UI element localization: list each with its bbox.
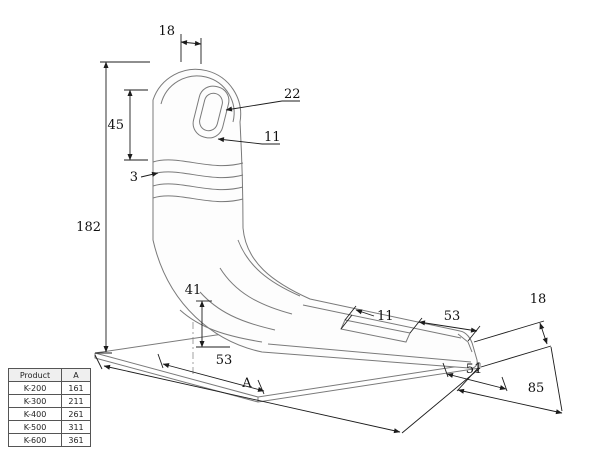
top-cap-inner-line (160, 75, 235, 123)
bead-line (152, 195, 244, 203)
table-row: K-300 211 (8, 394, 91, 408)
dim-label: 53 (444, 309, 461, 324)
bracket-outline (152, 68, 478, 369)
ext-line (473, 320, 545, 343)
product-table: Product A K-200 161 K-300 211 K-400 261 … (8, 368, 91, 447)
table-row: K-200 161 (8, 381, 91, 395)
ext-line (344, 305, 357, 321)
bracket-body (152, 68, 478, 369)
ext-line (257, 379, 265, 395)
leader-line (217, 137, 263, 145)
leader-line (225, 100, 283, 112)
dim-53-arm: 53 (409, 309, 481, 342)
a-cell: 161 (61, 381, 91, 395)
dim-label: 51 (466, 362, 483, 377)
product-cell: K-600 (8, 433, 62, 447)
ext-line (340, 314, 353, 330)
bead-line (152, 183, 244, 191)
dim-label: 3 (130, 170, 138, 185)
arm-end-step (457, 333, 473, 353)
dim-label: 41 (185, 283, 202, 298)
arm-flange-line (267, 343, 472, 363)
dim-label: 45 (107, 118, 124, 133)
ext-line (157, 353, 164, 369)
dim-label: 22 (284, 87, 301, 102)
bend-contour (199, 291, 276, 331)
dim-label: 11 (264, 130, 281, 145)
table-row: K-400 261 (8, 407, 91, 421)
dim-85: 85 (456, 346, 563, 415)
bend-contour (237, 239, 301, 297)
dim-182: 182 (76, 61, 150, 354)
bead-line (152, 171, 244, 179)
product-header: Product (8, 368, 62, 382)
table-row: K-500 311 (8, 420, 91, 434)
dim-18-top: 18 (158, 24, 202, 64)
leader-line (355, 309, 375, 317)
ext-line (94, 354, 103, 370)
dim-line (446, 373, 507, 390)
a-cell: 361 (61, 433, 91, 447)
product-cell: K-200 (8, 381, 62, 395)
dim-11-arm: 11 (340, 305, 394, 330)
bend-contour (219, 267, 293, 315)
bend-contour (179, 309, 263, 343)
product-cell: K-500 (8, 420, 62, 434)
dim-label: 85 (528, 381, 545, 396)
a-cell: 311 (61, 420, 91, 434)
dim-label: 11 (377, 309, 394, 324)
dim-line (539, 322, 548, 345)
dim-label: A (241, 376, 252, 391)
dim-line (180, 40, 202, 46)
ext-line (480, 345, 552, 368)
dim-line (103, 364, 401, 434)
dim-11-slot: 11 (217, 130, 281, 145)
dim-22: 22 (225, 87, 301, 112)
slot-outer (192, 85, 230, 139)
dim-label: 18 (530, 292, 547, 307)
dimensions: 18 45 22 11 3 182 (76, 24, 563, 434)
dim-label: 18 (158, 24, 175, 39)
dim-label: 182 (76, 220, 101, 235)
table-row: K-600 361 (8, 433, 91, 447)
ext-line (456, 367, 479, 392)
leader-line (140, 171, 159, 178)
product-cell: K-400 (8, 407, 62, 421)
dim-line (418, 320, 478, 333)
product-cell: K-300 (8, 394, 62, 408)
dim-line (457, 388, 563, 415)
dim-18-right: 18 (473, 292, 552, 368)
dim-label: 53 (216, 353, 233, 368)
ext-line (550, 346, 563, 412)
a-cell: 261 (61, 407, 91, 421)
a-header: A (61, 368, 91, 382)
dim-41: 41 (185, 283, 230, 348)
dim-3: 3 (130, 170, 159, 185)
a-cell: 211 (61, 394, 91, 408)
table-header-row: Product A (8, 368, 91, 382)
bead-line (152, 159, 244, 167)
dim-45: 45 (107, 89, 148, 161)
slot-inner (199, 92, 223, 132)
arm-slot (340, 319, 411, 343)
dim-A: A (94, 354, 481, 434)
dim-51: 51 (442, 362, 508, 392)
ext-line (467, 325, 481, 342)
